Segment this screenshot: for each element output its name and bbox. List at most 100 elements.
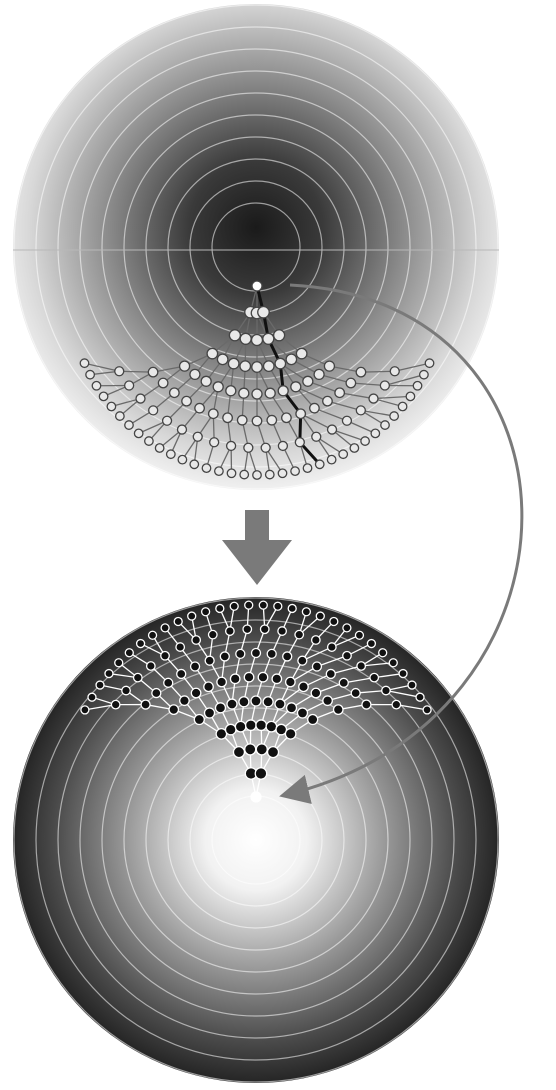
top-tree-node bbox=[125, 381, 134, 390]
bottom-tree-node bbox=[392, 700, 401, 709]
bottom-tree-node bbox=[245, 601, 253, 609]
bottom-tree-node bbox=[399, 670, 407, 678]
top-tree-node bbox=[425, 359, 434, 368]
bottom-tree-node bbox=[423, 706, 431, 714]
top-tree-node bbox=[346, 378, 356, 388]
top-tree-node bbox=[207, 348, 218, 359]
top-tree-node bbox=[237, 415, 247, 425]
top-tree-node bbox=[390, 412, 399, 421]
bottom-tree-node bbox=[216, 604, 224, 612]
top-tree-node bbox=[149, 406, 158, 415]
bottom-tree-node bbox=[180, 696, 190, 706]
bottom-tree-node bbox=[367, 640, 375, 648]
top-tree-node bbox=[303, 464, 312, 473]
bottom-tree-node bbox=[287, 703, 297, 713]
top-disk bbox=[13, 4, 499, 490]
bottom-tree-node bbox=[230, 674, 240, 684]
top-tree-node bbox=[201, 376, 211, 386]
bottom-tree-node bbox=[258, 672, 268, 682]
top-tree-node bbox=[213, 382, 223, 392]
bottom-tree-node bbox=[177, 669, 186, 678]
top-tree-node bbox=[155, 444, 164, 453]
bottom-tree-node bbox=[252, 649, 261, 658]
bottom-tree-node bbox=[209, 630, 218, 639]
top-tree-root-node bbox=[252, 281, 262, 291]
top-tree-node bbox=[209, 409, 219, 419]
bottom-tree-node bbox=[202, 608, 210, 616]
bottom-tree-node bbox=[227, 699, 237, 709]
bottom-tree-node bbox=[343, 624, 351, 632]
bottom-tree-node bbox=[297, 708, 307, 718]
top-tree-node bbox=[310, 403, 320, 413]
top-tree-node bbox=[99, 392, 108, 401]
bottom-tree-node bbox=[161, 624, 169, 632]
bottom-tree-node bbox=[379, 649, 387, 657]
top-tree-node bbox=[145, 437, 154, 446]
bottom-tree-node bbox=[220, 652, 229, 661]
top-tree-node bbox=[92, 382, 101, 391]
top-tree-node bbox=[274, 330, 285, 341]
top-tree-node bbox=[258, 306, 270, 318]
top-tree-node bbox=[278, 441, 287, 450]
bottom-tree-node bbox=[267, 649, 276, 658]
top-tree-node bbox=[323, 396, 333, 406]
bottom-tree-node bbox=[217, 677, 227, 687]
top-tree-node bbox=[195, 403, 205, 413]
top-tree-node bbox=[252, 362, 263, 373]
top-tree-node bbox=[371, 429, 380, 438]
bottom-tree-node bbox=[215, 703, 225, 713]
bottom-tree-node bbox=[176, 643, 185, 652]
bottom-tree-node bbox=[191, 688, 201, 698]
bottom-tree-node bbox=[122, 686, 130, 695]
top-tree-node bbox=[265, 388, 275, 398]
top-tree-node bbox=[296, 409, 306, 419]
top-tree-node bbox=[202, 464, 211, 473]
top-tree-node bbox=[350, 444, 359, 453]
bottom-tree-node bbox=[311, 688, 321, 698]
top-tree-node bbox=[80, 359, 89, 368]
top-tree-node bbox=[136, 394, 145, 403]
top-tree-node bbox=[406, 392, 415, 401]
bottom-tree-node bbox=[382, 686, 391, 695]
bottom-tree-node bbox=[362, 700, 371, 709]
top-tree-node bbox=[291, 467, 300, 476]
top-tree-node bbox=[361, 437, 370, 446]
top-tree-node bbox=[148, 367, 158, 377]
bottom-tree-node bbox=[174, 617, 182, 625]
top-tree-node bbox=[267, 415, 277, 425]
top-tree-node bbox=[252, 335, 263, 346]
top-tree-node bbox=[217, 354, 228, 365]
bottom-tree-node bbox=[246, 720, 257, 731]
bottom-tree-node bbox=[275, 699, 285, 709]
bottom-tree-root-node bbox=[251, 792, 261, 802]
bottom-tree-node bbox=[416, 693, 424, 701]
bottom-tree-node bbox=[125, 649, 133, 657]
bottom-tree-node bbox=[191, 662, 200, 671]
top-tree-node bbox=[223, 413, 233, 423]
bottom-tree-node bbox=[256, 744, 267, 755]
bottom-tree-node bbox=[286, 677, 296, 687]
bottom-tree-node bbox=[111, 700, 120, 709]
bottom-tree-node bbox=[137, 640, 145, 648]
top-tree-node bbox=[356, 367, 366, 377]
bottom-tree-node bbox=[278, 627, 287, 636]
top-tree-node bbox=[163, 416, 172, 425]
bottom-tree-node bbox=[330, 617, 338, 625]
top-tree-node bbox=[381, 421, 390, 430]
top-tree-node bbox=[291, 382, 301, 392]
top-tree-node bbox=[420, 370, 429, 379]
bottom-tree-node bbox=[326, 669, 335, 678]
top-tree-node bbox=[278, 469, 287, 478]
top-tree-node bbox=[158, 378, 168, 388]
top-tree-node bbox=[107, 402, 116, 411]
top-tree-node bbox=[324, 361, 334, 371]
top-tree-node bbox=[253, 471, 262, 480]
top-tree-node bbox=[193, 432, 202, 441]
top-tree-node bbox=[227, 469, 236, 478]
top-tree-node bbox=[240, 470, 249, 479]
bottom-tree-node bbox=[96, 681, 104, 689]
bottom-tree-node bbox=[81, 706, 89, 714]
bottom-tree-node bbox=[283, 652, 292, 661]
bottom-tree-node bbox=[256, 720, 267, 731]
